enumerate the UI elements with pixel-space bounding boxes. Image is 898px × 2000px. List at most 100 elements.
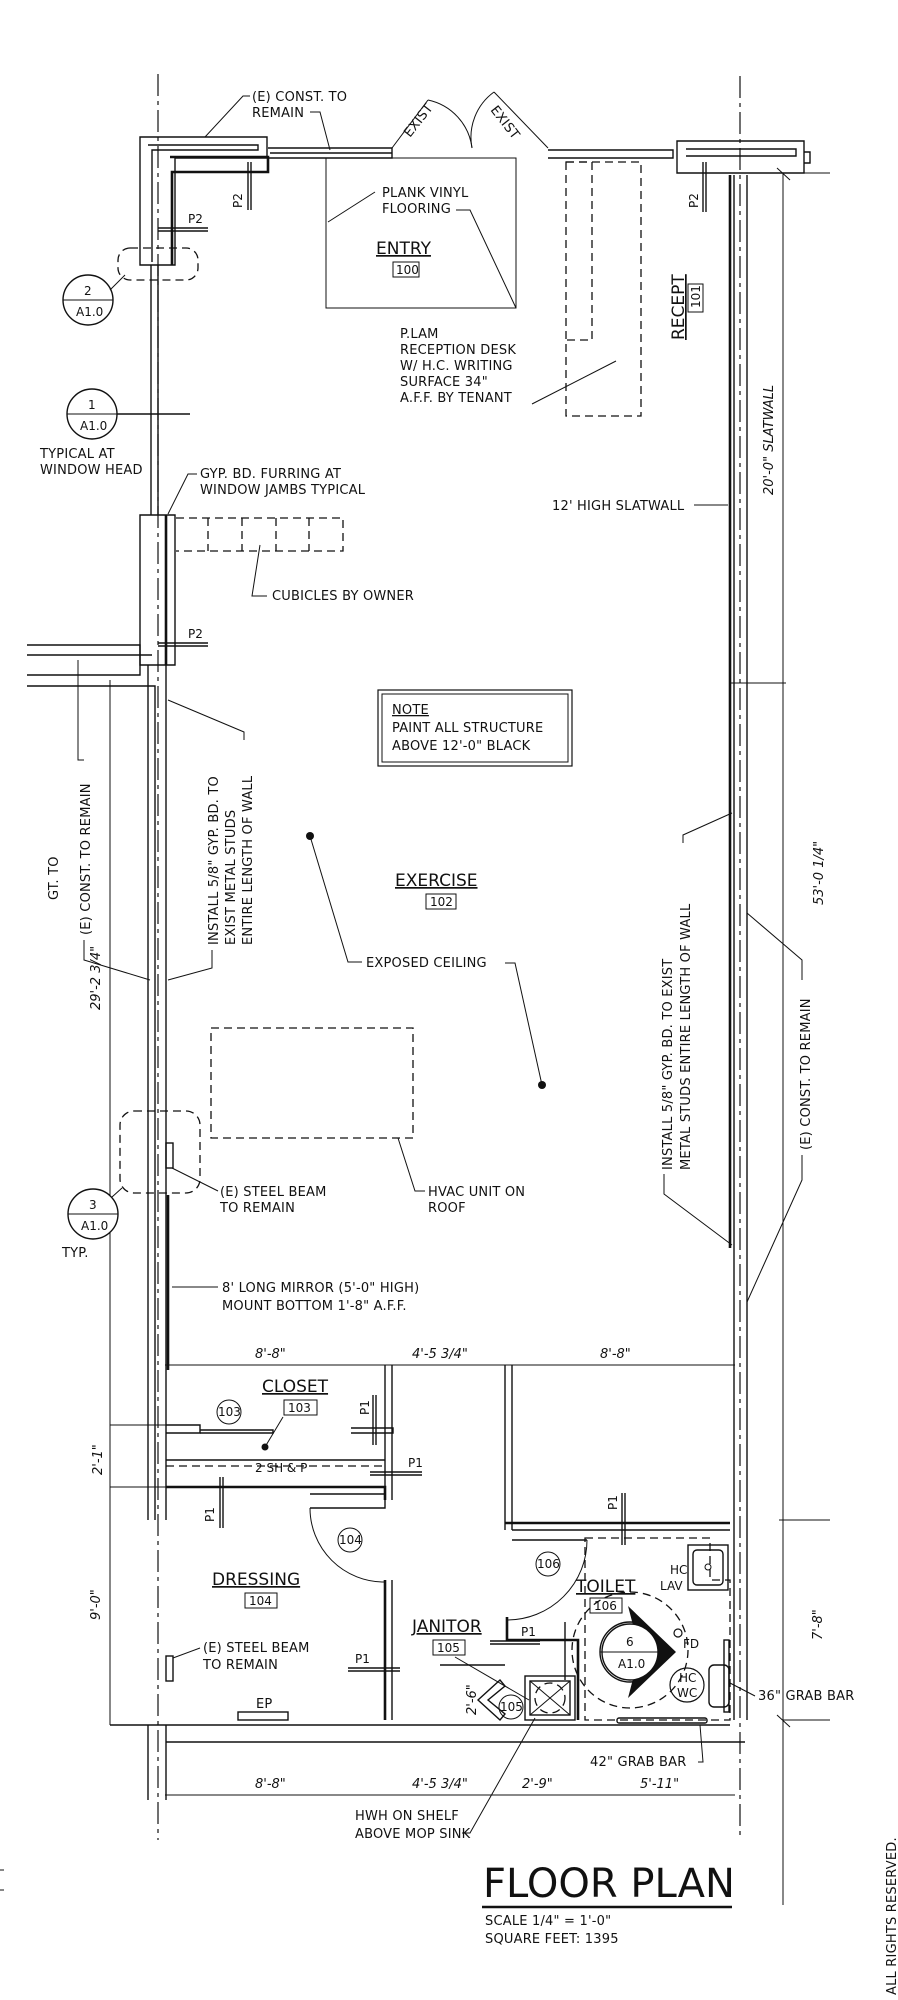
dim-top-1: 8'-8" — [255, 1347, 286, 1362]
door-number-104: 104 — [339, 1533, 362, 1547]
note-box: NOTE PAINT ALL STRUCTURE ABOVE 12'-0" BL… — [377, 689, 573, 767]
existing-double-door[interactable]: EXIST EXIST — [391, 91, 549, 149]
mop-sink[interactable] — [524, 1675, 576, 1721]
reception-desk[interactable] — [565, 161, 642, 417]
note-grab-42: 42" GRAB BAR — [590, 1724, 704, 1770]
note-12-high-slatwall: 12' HIGH SLATWALL — [552, 499, 728, 514]
note-text: (E) STEEL BEAM — [220, 1185, 327, 1200]
note-text: (E) CONST. TO REMAIN — [799, 998, 814, 1150]
hc-wc-label-2: WC — [677, 1686, 697, 1700]
note-text: A.F.F. BY TENANT — [400, 391, 512, 406]
floor-drain-icon — [673, 1628, 683, 1638]
note-text: EXPOSED CEILING — [366, 956, 487, 971]
finish-tag-p2-4: P2 — [158, 627, 208, 647]
note-steel-beam-upper: (E) STEEL BEAM TO REMAIN — [171, 1167, 327, 1216]
section-marker-2[interactable]: 2 A1.0 — [62, 274, 126, 326]
door-label-exist-left: EXIST — [401, 101, 436, 140]
wall-top-left-corner — [139, 136, 270, 266]
note-text: 8' LONG MIRROR (5'-0" HIGH) — [222, 1281, 419, 1296]
section-number-3: 3 — [89, 1198, 97, 1212]
note-steel-beam-lower: (E) STEEL BEAM TO REMAIN — [172, 1641, 309, 1673]
room-closet: CLOSET 103 — [262, 1377, 329, 1416]
note-typical-window-head: TYPICAL AT WINDOW HEAD — [39, 447, 143, 478]
lavatory[interactable] — [687, 1544, 729, 1591]
room-number-toilet: 106 — [594, 1599, 617, 1613]
dim-toilet-depth: 7'-8" — [811, 1609, 826, 1640]
section-marker-1[interactable]: 1 A1.0 — [66, 388, 190, 440]
detail-callout-3 — [119, 1110, 201, 1194]
dressing-walls — [165, 1580, 393, 1721]
dim-bottom-2: 4'-5 3/4" — [412, 1777, 468, 1792]
section-sheet-6: A1.0 — [618, 1657, 645, 1671]
note-reception-desk: P.LAM RECEPTION DESK W/ H.C. WRITING SUR… — [400, 327, 617, 406]
toilet-clearance-zone — [584, 1537, 731, 1721]
finish-tag-label: P1 — [203, 1507, 217, 1522]
note-text: HWH ON SHELF — [355, 1809, 459, 1824]
door-104-swing[interactable] — [309, 1507, 385, 1583]
room-number-janitor: 105 — [437, 1641, 460, 1655]
door-105-leaf[interactable] — [476, 1678, 506, 1722]
hc-lav-label-2: LAV — [660, 1579, 683, 1593]
room-exercise: EXERCISE 102 — [395, 871, 478, 910]
slatwall-dimension: 20'-0" SLATWALL — [730, 175, 786, 684]
room-toilet: TOILET 106 — [575, 1577, 636, 1614]
note-text: 42" GRAB BAR — [590, 1755, 686, 1770]
note-text: 12' HIGH SLATWALL — [552, 499, 685, 514]
cubicles-outline — [176, 517, 344, 552]
note-text: (E) CONST. TO — [252, 90, 347, 105]
note-text: HVAC UNIT ON — [428, 1185, 525, 1200]
finish-tag-label: P1 — [606, 1495, 620, 1510]
entry-flooring-zone — [325, 157, 517, 309]
shelf-label: 2 SH & P — [255, 1461, 307, 1475]
section-marker-3[interactable]: 3 A1.0 — [67, 1187, 123, 1240]
finish-tag-label: P1 — [408, 1456, 423, 1470]
closet-walls — [166, 1365, 394, 1509]
note-text: TYPICAL AT — [39, 447, 115, 462]
note-hwh: HWH ON SHELF ABOVE MOP SINK — [355, 1717, 536, 1842]
note-text: INSTALL 5/8" GYP. BD. TO EXIST — [661, 959, 676, 1170]
finish-tag-label: P2 — [188, 627, 203, 641]
note-left-install-gyp: INSTALL 5/8" GYP. BD. TO EXIST METAL STU… — [167, 699, 256, 981]
room-dressing: DRESSING 104 — [212, 1570, 300, 1609]
room-name-janitor: JANITOR — [411, 1617, 482, 1637]
room-number-exercise: 102 — [430, 895, 453, 909]
section-marker-6[interactable]: 6 A1.0 — [599, 1606, 676, 1698]
wall-bottom — [110, 1724, 745, 1800]
note-text: TO REMAIN — [202, 1658, 278, 1673]
section-number-6: 6 — [626, 1635, 634, 1649]
dim-bottom-3: 2'-9" — [522, 1777, 553, 1792]
door-number-105: 105 — [500, 1700, 523, 1714]
finish-tag-p2-1: P2 — [231, 162, 252, 210]
note-text: RECEPTION DESK — [400, 343, 516, 358]
note-plank-vinyl: PLANK VINYL FLOORING — [327, 186, 517, 309]
note-text: WINDOW JAMBS TYPICAL — [200, 483, 366, 498]
door-tag-105: 105 — [498, 1694, 524, 1720]
detail-callout-2 — [117, 247, 199, 281]
finish-tag-p1-5: P1 — [606, 1493, 626, 1545]
door-106-swing[interactable] — [506, 1539, 588, 1621]
drawing-square-feet: SQUARE FEET: 1395 — [485, 1932, 619, 1947]
note-right-e-const: (E) CONST. TO REMAIN — [746, 912, 814, 1303]
note-text: WINDOW HEAD — [40, 463, 143, 478]
note-text: REMAIN — [252, 106, 304, 121]
finish-tag-label: P2 — [231, 193, 245, 208]
note-text: ABOVE MOP SINK — [355, 1827, 471, 1842]
section-sheet-2: A1.0 — [76, 305, 103, 319]
section-number-1: 1 — [88, 398, 96, 412]
note-text: ROOF — [428, 1201, 466, 1216]
finish-tag-p1-3: P1 — [203, 1477, 224, 1528]
wall-top-right-corner — [676, 140, 811, 174]
note-text: CUBICLES BY OWNER — [272, 589, 414, 604]
section-number-2: 2 — [84, 284, 92, 298]
finish-tag-p2-3: P2 — [687, 162, 707, 212]
note-text: 36" GRAB BAR — [758, 1689, 854, 1704]
note-grab-36: 36" GRAB BAR — [729, 1682, 854, 1704]
drawing-scale: SCALE 1/4" = 1'-0" — [485, 1914, 611, 1929]
finish-tag-label: P1 — [358, 1400, 372, 1415]
door-number-103: 103 — [218, 1405, 241, 1419]
wall-right — [728, 175, 748, 1720]
section-sheet-3: A1.0 — [81, 1219, 108, 1233]
copyright-notice: ALL RIGHTS RESERVED. — [885, 1837, 898, 1995]
wall-top-storefront — [268, 147, 674, 159]
